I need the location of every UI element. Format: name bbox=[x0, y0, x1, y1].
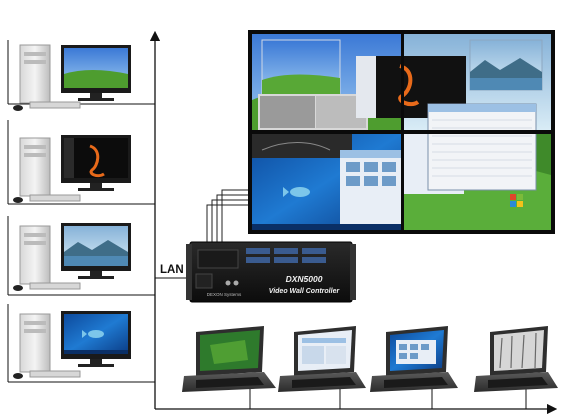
laptop-4 bbox=[474, 326, 558, 392]
laptop-2 bbox=[278, 326, 366, 392]
desktop-pc-4 bbox=[13, 311, 131, 379]
monitor-screen bbox=[64, 138, 128, 178]
controller-subtitle: Video Wall Controller bbox=[269, 288, 341, 295]
desktop-pc-1 bbox=[13, 44, 131, 111]
wall-cables bbox=[206, 189, 250, 242]
desktop-pc-3 bbox=[13, 223, 131, 291]
laptop-screen bbox=[494, 330, 544, 371]
laptop-3 bbox=[370, 326, 458, 392]
lan-label: LAN bbox=[160, 264, 184, 276]
video-wall-controller: DXN5000 Video Wall Controller DEXON Syst… bbox=[186, 241, 356, 303]
wall-tile-bottom-left bbox=[252, 134, 402, 230]
controller-brand: DEXON Systems bbox=[207, 292, 242, 297]
controller-model: DXN5000 bbox=[286, 274, 323, 284]
desktop-pc-2 bbox=[13, 135, 131, 203]
windows-flag-icon bbox=[510, 194, 523, 207]
network-lines bbox=[7, 30, 558, 415]
laptop-1 bbox=[182, 326, 276, 392]
video-wall bbox=[248, 30, 555, 234]
wall-tile-bottom-right bbox=[404, 103, 551, 230]
